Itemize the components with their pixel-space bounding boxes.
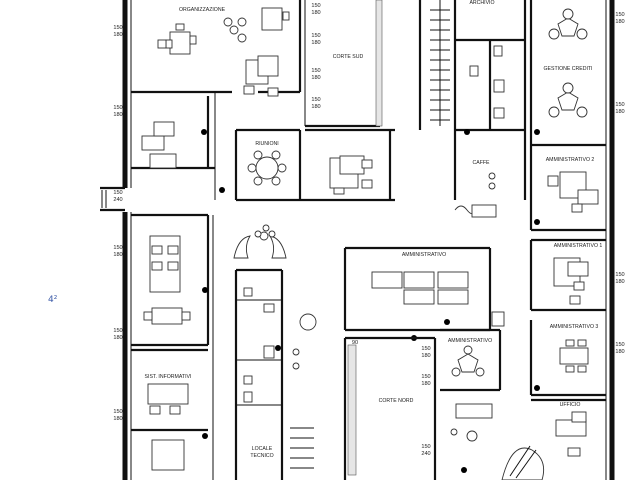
dim-label: 150 xyxy=(421,374,430,380)
dim-label: 180 xyxy=(113,252,122,258)
room-corte-sud: CORTE SUD 150 180 150 180 150 180 150 18… xyxy=(305,0,383,128)
column-dot xyxy=(275,345,281,351)
room-office-top-left xyxy=(131,92,216,200)
window-dims-right: 150 180 150 180 150 180 150 180 xyxy=(615,12,624,355)
stair-north xyxy=(418,0,457,200)
room-riunioni: RIUNIONI xyxy=(234,128,305,202)
dim-label: 150 xyxy=(113,409,122,415)
room-label-ufficio: UFFICIO xyxy=(560,402,581,408)
dim-label: 180 xyxy=(615,279,624,285)
room-label-tecnico: TECNICO xyxy=(250,453,273,459)
archive-and-toilets: ARCHIVIO CAFFE xyxy=(454,0,527,218)
dim-label: 150 xyxy=(311,68,320,74)
room-sist-informativi: SIST. INFORMATIVI xyxy=(131,348,208,471)
dim-label: 180 xyxy=(311,104,320,110)
room-label-sist-informativi: SIST. INFORMATIVI xyxy=(145,374,192,380)
column-dot xyxy=(461,467,467,473)
margin-note: 4² xyxy=(48,295,58,305)
dim-label: 150 xyxy=(615,342,624,348)
room-gestione-crediti: GESTIONE CREDITI xyxy=(529,0,606,147)
room-label-amministrativo-3: AMMINISTRATIVO 3 xyxy=(550,324,599,330)
column-dot xyxy=(219,187,225,193)
dim-label: 150 xyxy=(421,444,430,450)
room-amministrativo-small: AMMINISTRATIVO xyxy=(440,311,505,473)
room-label-corte-sud: CORTE SUD xyxy=(333,54,364,60)
dim-label: 180 xyxy=(311,40,320,46)
dim-label: 180 xyxy=(113,32,122,38)
room-label-gestione-crediti: GESTIONE CREDITI xyxy=(544,66,593,72)
dim-label: 240 xyxy=(421,451,430,457)
room-label-corte-nord: CORTE NORD xyxy=(379,398,414,404)
dim-label: 180 xyxy=(113,112,122,118)
lobby-center xyxy=(219,187,287,259)
column-dot xyxy=(202,287,208,293)
central-services: LOCALE TECNICO xyxy=(234,268,317,480)
column-dot xyxy=(534,129,540,135)
dim-label: 150 xyxy=(615,12,624,18)
dim-label: 150 xyxy=(113,190,122,196)
dim-label: 180 xyxy=(421,353,430,359)
dim-label: 150 xyxy=(421,346,430,352)
room-ufficio: UFFICIO xyxy=(501,398,606,480)
dim-label: 150 xyxy=(311,33,320,39)
dim-label: 180 xyxy=(113,416,122,422)
room-organizzazione: ORGANIZZAZIONE xyxy=(131,0,306,126)
room-label-amministrativo: AMMINISTRATIVO xyxy=(402,252,446,258)
dim-label: 150 xyxy=(113,105,122,111)
dim-label: 180 xyxy=(113,335,122,341)
column-dot xyxy=(534,385,540,391)
dim-label: 150 xyxy=(311,3,320,9)
dim-label: 150 xyxy=(113,25,122,31)
room-amministrativo-3: AMMINISTRATIVO 3 xyxy=(529,320,606,397)
dim-label: 180 xyxy=(615,19,624,25)
dim-label: 150 xyxy=(311,97,320,103)
room-amministrativo-1: AMMINISTRATIVO 1 xyxy=(529,238,606,312)
dim-label: 240 xyxy=(113,197,122,203)
room-corte-nord: CORTE NORD 90 150 180 150 180 150 240 xyxy=(343,336,437,480)
room-label-caffe: CAFFE xyxy=(472,160,490,166)
room-label-locale: LOCALE xyxy=(252,446,273,452)
dim-label: 180 xyxy=(311,75,320,81)
column-dot xyxy=(534,219,540,225)
room-label-amministrativo-1: AMMINISTRATIVO 1 xyxy=(554,243,603,249)
column-dot xyxy=(202,433,208,439)
dim-label: 150 xyxy=(615,272,624,278)
room-label-riunioni: RIUNIONI xyxy=(255,141,278,147)
dim-label: 180 xyxy=(615,109,624,115)
room-label-amministrativo-small: AMMINISTRATIVO xyxy=(448,338,492,344)
room-label-organizzazione: ORGANIZZAZIONE xyxy=(179,7,226,13)
dim-label: 90 xyxy=(352,340,358,346)
dim-label: 150 xyxy=(615,102,624,108)
dim-label: 150 xyxy=(113,328,122,334)
window-dims-left: 150 180 150 180 150 240 150 180 150 180 … xyxy=(113,25,122,422)
room-amministrativo-2: AMMINISTRATIVO 2 xyxy=(529,145,606,232)
column-dot xyxy=(201,129,207,135)
dim-label: 180 xyxy=(421,381,430,387)
dim-label: 150 xyxy=(113,245,122,251)
column-dot xyxy=(464,129,470,135)
column-dot xyxy=(444,319,450,325)
room-amministrativo-center: AMMINISTRATIVO xyxy=(343,246,492,341)
room-office-center-top xyxy=(305,128,395,202)
room-label-archivio: ARCHIVIO xyxy=(469,0,494,6)
room-label-amministrativo-2: AMMINISTRATIVO 2 xyxy=(546,157,595,163)
dim-label: 180 xyxy=(311,10,320,16)
dim-label: 180 xyxy=(615,349,624,355)
room-office-left-middle xyxy=(131,213,214,480)
